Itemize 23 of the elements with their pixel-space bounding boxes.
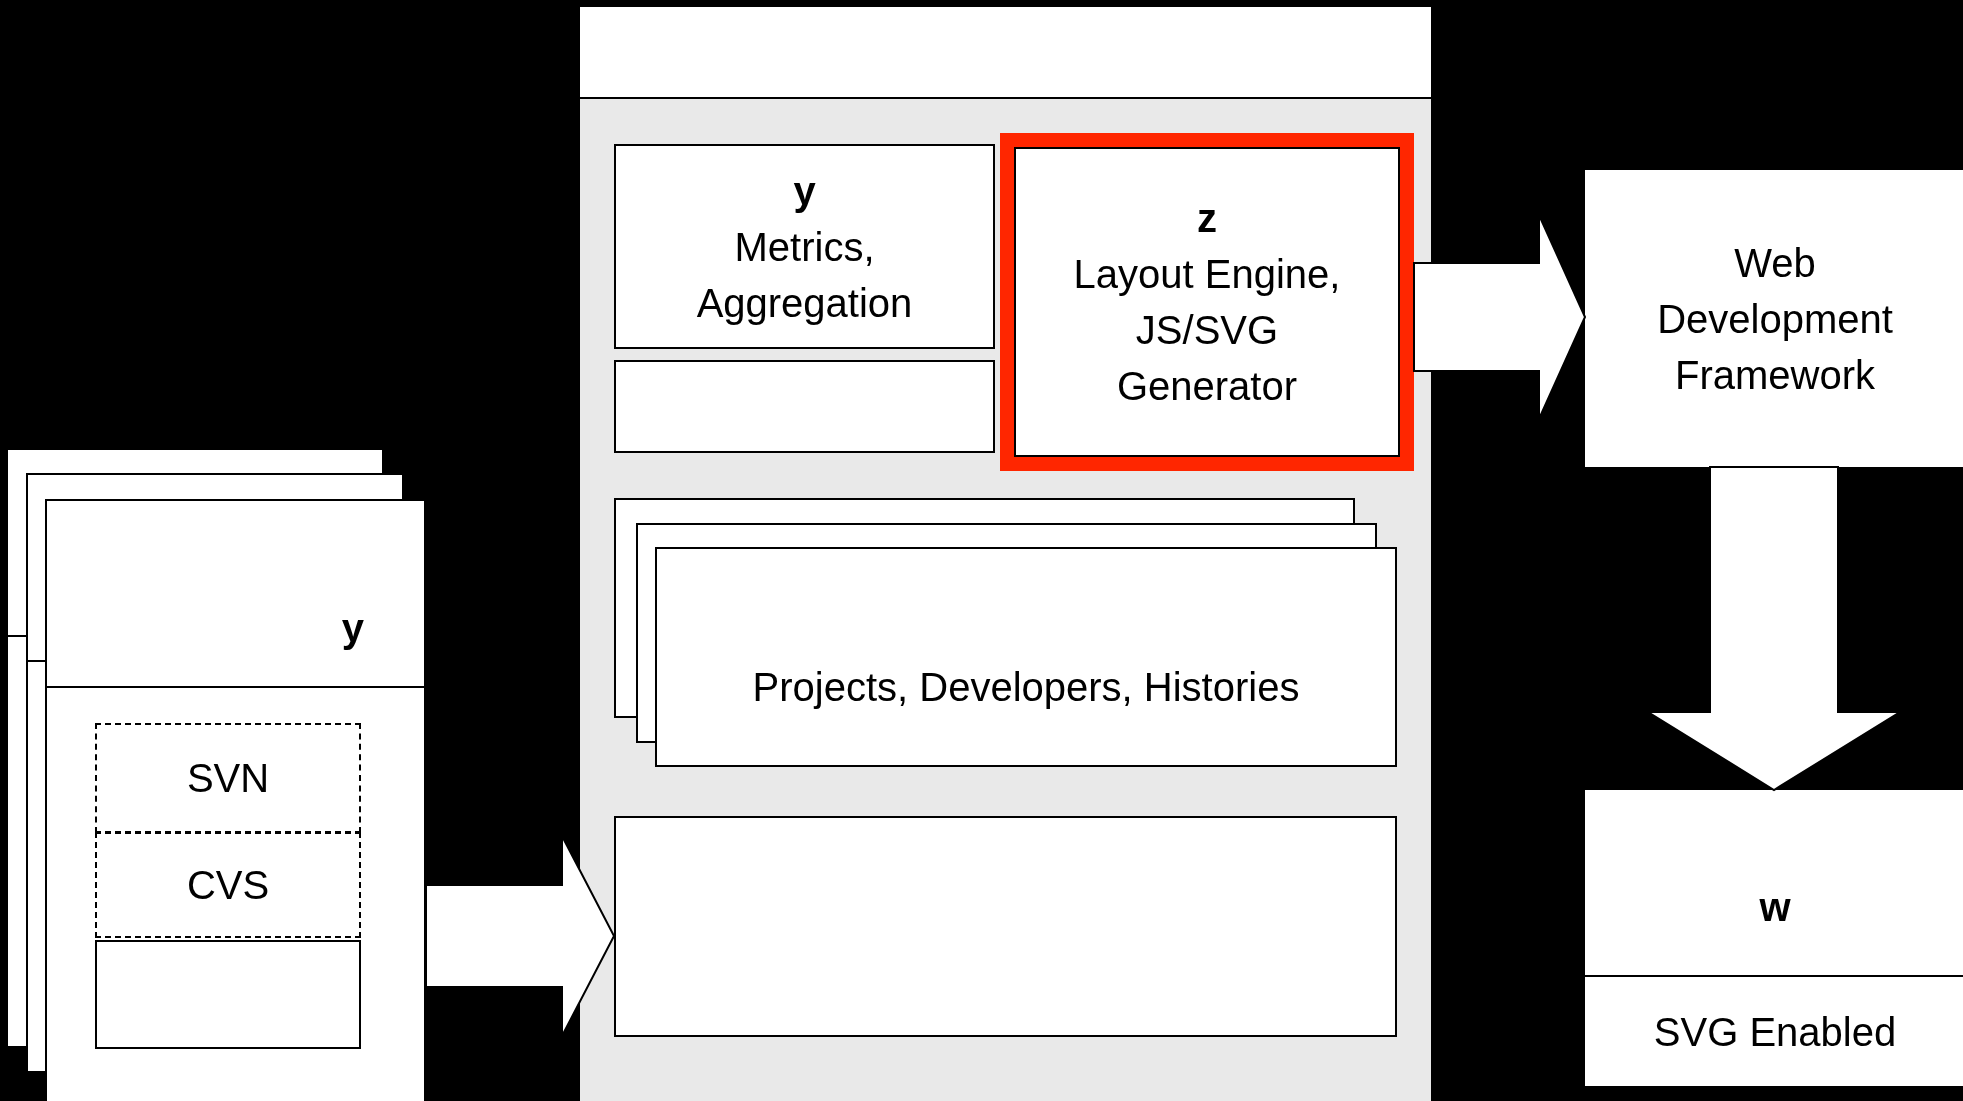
box-label: Web Development Framework [1656, 239, 1894, 399]
box-heading: z [1197, 195, 1217, 242]
empty-box [95, 940, 361, 1049]
panel [578, 5, 1433, 1101]
box-heading: y [793, 167, 816, 215]
process-box [1585, 170, 1963, 467]
process-box [614, 144, 995, 349]
box-label: Projects, Developers, Histories [752, 664, 1300, 711]
box-heading: y [341, 605, 364, 652]
box-label: SVG Enabled [1653, 1008, 1897, 1056]
empty-box [614, 360, 995, 453]
box-label: Layout Engine, JS/SVG Generator [1072, 251, 1342, 410]
box-label: CVS [186, 862, 270, 909]
highlighted-box [1000, 133, 1414, 471]
dashed-box [95, 832, 361, 938]
box-label: Metrics, Aggregation [695, 223, 914, 327]
box-heading: w [1759, 884, 1791, 931]
process-box [1585, 790, 1963, 1086]
stacked-card [655, 547, 1397, 767]
document-card [45, 499, 426, 1101]
empty-box [614, 816, 1397, 1037]
dashed-box [95, 723, 361, 833]
box-label: SVN [186, 755, 270, 802]
